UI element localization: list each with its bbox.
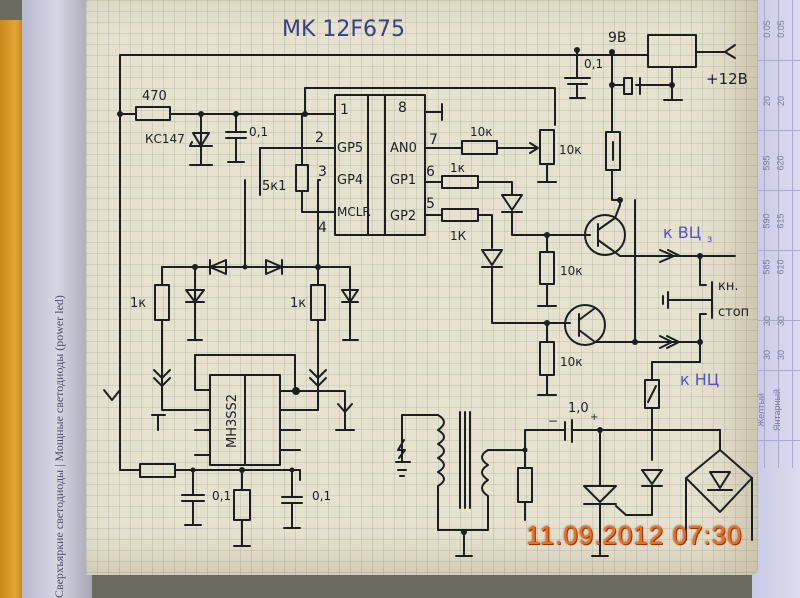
connector-vch-icon [659,249,681,263]
zener-label: КС147 [145,132,185,146]
diode-gp2-icon [481,249,571,324]
r1k-left-label: 1к [130,296,146,311]
potentiometer-10k [539,129,555,165]
cap-minus-label: − [548,414,558,428]
ic2-label: МН3SS2 [225,394,240,448]
resistor-5k1 [295,164,309,192]
c01-br-label: 0,1 [312,489,331,503]
supply-capacitor-icon [564,49,591,99]
transformer-core [459,411,471,509]
resistor-1k-gp2 [441,208,479,222]
cap-plus-label: + [590,412,598,423]
capacitor-br-icon [281,469,303,529]
diode-bridge-icon [685,429,753,513]
regulator-wire [611,51,673,86]
input-voltage-label: +12B [706,70,748,88]
r10k-q1-label: 10к [560,264,583,278]
mcu-pin-4-num: 4 [318,220,327,236]
voltage-regulator [647,34,697,68]
resistor-bottom-mid [233,489,251,521]
diode-left-icon [209,259,227,275]
relay-coil [605,131,621,171]
button-label: кн. [718,279,738,294]
diode-gp1-icon [501,194,591,236]
c01-top-label: 0,1 [249,125,268,139]
to-nch-label: к НЦ [680,370,719,389]
diode-right-icon [265,259,283,275]
capacitor-1-0-icon [564,419,721,443]
zener-diode-icon [189,113,213,166]
crystal-component [623,77,633,95]
supply-cap-label: 0,1 [584,57,603,71]
mcu-pin-7-name: AN0 [390,141,417,156]
resistor-1k-right [310,284,326,321]
r5k1-label: 5к1 [262,179,286,194]
resistor-470 [135,106,171,121]
r1k-gp2-label: 1К [450,229,467,243]
mcu-pin-5-num: 5 [426,196,435,212]
resistor-10k-q1 [539,251,555,285]
zener-left-icon [185,266,205,341]
mcu-pin-6-num: 6 [426,164,435,180]
spark-ground-icon [395,414,411,477]
c01-bl-label: 0,1 [212,489,231,503]
to-vch-label: к ВЦ [663,223,701,242]
power-rail [119,54,649,471]
mcu-pin-1-num: 1 [340,102,349,118]
r10k-an0-label: 10к [470,125,493,139]
resistor-10k-an0 [461,140,498,155]
r1k-right-label: 1к [290,296,306,311]
mcu-pin-3-name: GP4 [337,173,363,188]
button-label-2: стоп [718,305,749,320]
c1-0-label: 1,0 [568,401,589,416]
capacitor-0-1-icon [225,113,247,163]
mcu-pin-7-num: 7 [429,132,438,148]
zener-right-icon [341,266,359,341]
connector-nch-icon [634,335,701,349]
resistor-1k-gp1 [441,175,479,189]
pot10k-label: 10к [559,143,582,157]
r1k-gp1-label: 1к [450,161,465,175]
resistor-bottom [139,463,176,478]
transformer-primary [437,414,489,531]
left-background-sheet: Сверхъяркие светодиоды | Мощные светодио… [22,0,92,598]
mcu-pin-3-num: 3 [318,164,327,180]
mcu-pin-5-name: GP2 [390,209,416,224]
r10k-q2-label: 10к [560,355,583,369]
mcu-pin-8-num: 8 [398,100,407,116]
mcu-ground-icon [424,103,443,121]
mcu-pin-2-num: 2 [315,130,324,146]
transistor-q1 [584,214,626,256]
resistor-transformer [517,467,533,503]
input-connector-icon [695,44,736,59]
to-vch-sub: з [707,234,712,245]
resistor-10k-q2 [539,341,555,376]
right-background-table: 0.05 0.05 20 20 595 620 590 615 585 610 … [752,0,800,598]
transistor-q2 [564,304,606,346]
mcu-pin-2-name: GP5 [337,141,363,156]
resistor-1k-left [154,284,170,321]
capacitor-bl-icon [181,469,205,526]
mcu-chip [334,94,426,236]
voltage-9v-label: 9B [608,30,627,46]
mcu-pin-4-name: MCLR [337,205,371,219]
orange-folder [0,20,26,598]
diode-fuse-icon [615,469,663,516]
transformer-secondary [481,449,489,521]
schematic-title: MK 12F675 [282,17,405,42]
diode-bottom-icon [583,429,617,557]
camera-timestamp: 11.09.2012 07:30 [526,520,743,550]
ground-icon [151,414,166,431]
mcu-pin-6-name: GP1 [390,173,416,188]
r470-label: 470 [142,89,167,104]
